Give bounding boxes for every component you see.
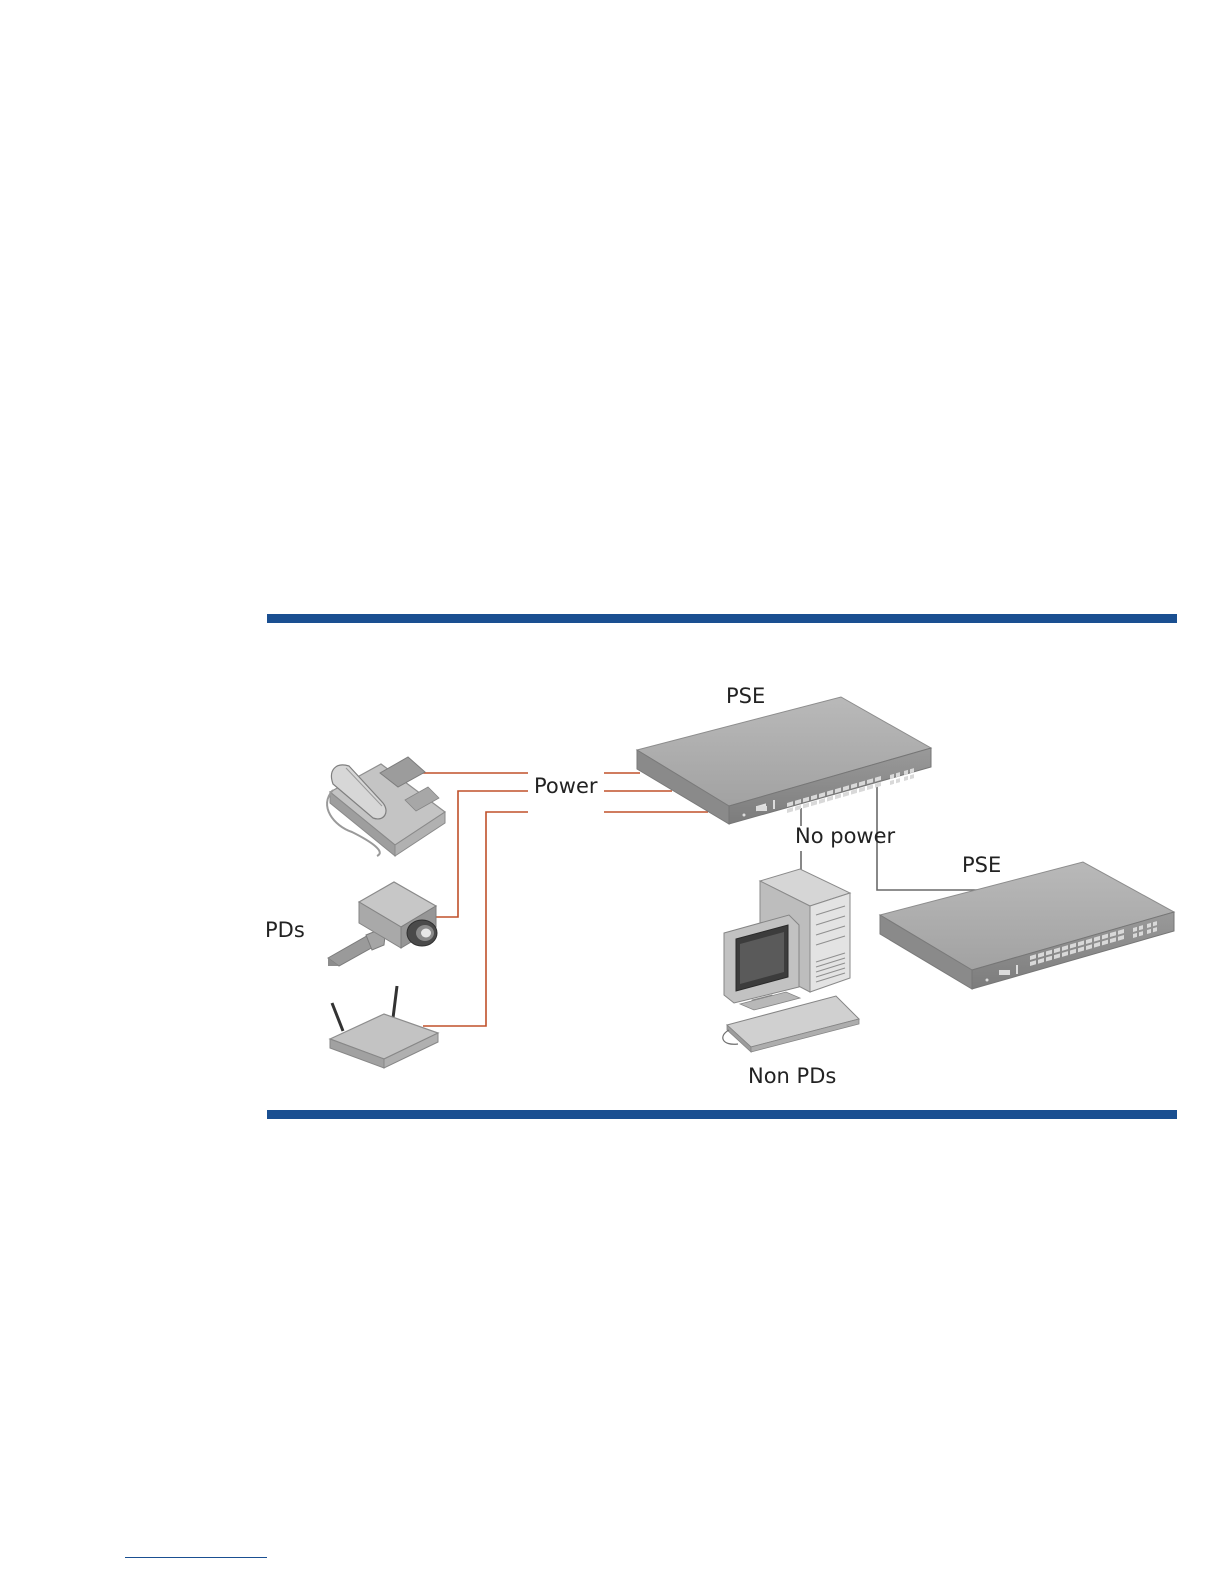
pse-label-main: PSE xyxy=(726,684,765,708)
pse-label-secondary: PSE xyxy=(962,853,1001,877)
pse-switch-icon xyxy=(880,862,1174,989)
non-pds-label: Non PDs xyxy=(748,1064,836,1088)
ip-phone-icon xyxy=(327,757,445,856)
desktop-computer-icon xyxy=(723,869,859,1052)
no-power-label: No power xyxy=(795,824,896,848)
power-label: Power xyxy=(534,774,598,798)
security-camera-icon xyxy=(328,882,437,966)
power-lines xyxy=(412,773,708,1026)
wireless-access-point-icon xyxy=(330,986,438,1068)
power-line-access-point xyxy=(423,812,528,1026)
power-line-camera xyxy=(436,791,528,917)
pds-label: PDs xyxy=(265,918,305,942)
pse-switch-icon xyxy=(637,697,931,824)
